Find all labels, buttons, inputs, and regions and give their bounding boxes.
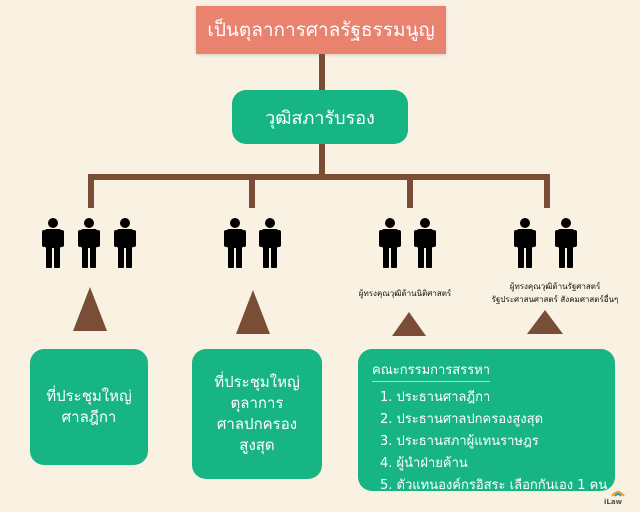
committee-item: 3. ประธานสภาผู้แทนราษฎร [380, 434, 539, 449]
logo-text: iLaw [604, 498, 623, 506]
connector-horizontal [88, 174, 550, 180]
ilaw-logo: iLaw [604, 488, 638, 510]
person-icon [42, 218, 64, 268]
arrow-up-icon [73, 287, 107, 331]
connector-drop-3 [407, 174, 413, 208]
arrow-up-icon [392, 312, 426, 336]
arrow-up-icon [527, 310, 563, 334]
person-icon [555, 218, 577, 268]
person-icon [114, 218, 136, 268]
person-icon [514, 218, 536, 268]
logo-mark-icon [611, 491, 625, 497]
committee-item: 2. ประธานศาลปกครองสูงสุด [380, 412, 544, 427]
person-icon [224, 218, 246, 268]
selection-committee-box: คณะกรรมการสรรหา 1. ประธานศาลฎีกา 2. ประธ… [358, 349, 615, 493]
connector-top [319, 54, 325, 90]
connector-mid [319, 144, 325, 174]
connector-drop-1 [88, 174, 94, 208]
senate-approval-text: วุฒิสภารับรอง [265, 107, 375, 129]
supreme-court-assembly-box: ที่ประชุมใหญ่ ศาลฎีกา [30, 349, 148, 465]
title-box: เป็นตุลาการศาลรัฐธรรมนูญ [196, 6, 446, 54]
admin-court-assembly-box: ที่ประชุมใหญ่ ตุลาการ ศาลปกครอง สูงสุด [192, 349, 322, 479]
arrow-up-icon [236, 290, 270, 334]
connector-drop-4 [544, 174, 550, 208]
connector-drop-2 [249, 174, 255, 208]
person-icon [414, 218, 436, 268]
senate-approval-box: วุฒิสภารับรอง [232, 90, 408, 144]
committee-item: 1. ประธานศาลฎีกา [380, 390, 491, 405]
committee-heading: คณะกรรมการสรรหา [372, 359, 491, 382]
committee-item: 4. ผู้นำฝ่ายค้าน [380, 456, 468, 471]
group-3-label: ผู้ทรงคุณวุฒิด้านนิติศาสตร์ [358, 289, 452, 298]
committee-item: 5. ตัวแทนองค์กรอิสระ เลือกกันเอง 1 คน [380, 478, 608, 493]
title-text: เป็นตุลาการศาลรัฐธรรมนูญ [207, 19, 435, 41]
person-icon [78, 218, 100, 268]
person-icon [379, 218, 401, 268]
group-4-label: ผู้ทรงคุณวุฒิด้านรัฐศาสตร์ รัฐประศาสนศาส… [491, 282, 619, 304]
person-icon [259, 218, 281, 268]
